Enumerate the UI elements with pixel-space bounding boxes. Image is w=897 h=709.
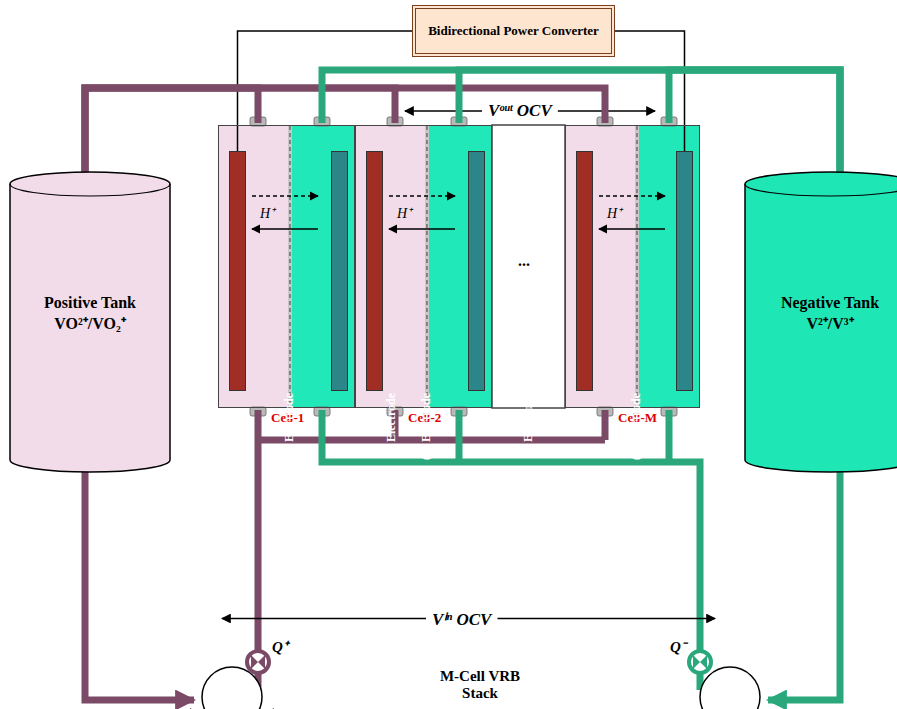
ion-label: H⁺ bbox=[260, 203, 275, 222]
converter-box: Bidirectional Power Converter bbox=[412, 5, 615, 57]
electrode: (+) Electrode bbox=[576, 151, 593, 391]
cell-fills bbox=[218, 125, 700, 408]
membrane bbox=[288, 126, 639, 407]
tank-label: VO²⁺/VO₂⁺ bbox=[10, 312, 170, 334]
electrolyte-pipe bbox=[459, 70, 840, 174]
electrode: (-) Electrode bbox=[676, 151, 693, 391]
power-wire bbox=[615, 31, 685, 151]
tank-label: Positive Tank bbox=[10, 294, 170, 312]
flow-label: Q⁻ bbox=[670, 636, 686, 656]
voltage-arrow bbox=[405, 110, 482, 111]
voltage-label: Vⁱⁿ OCV bbox=[432, 607, 491, 630]
ellipsis: ... bbox=[518, 252, 530, 270]
electrode: (-) Electrode bbox=[331, 151, 348, 391]
tank-text: Positive TankVO²⁺/VO₂⁺ bbox=[10, 294, 170, 334]
ion-label: H⁺ bbox=[607, 203, 622, 222]
electrode-label: (+) Electrode bbox=[419, 393, 434, 460]
voltage-arrow bbox=[497, 618, 715, 619]
electrode-label: (-) Electrode bbox=[729, 393, 744, 457]
cell-box: Cell-M(+) Electrode(-) Electrode bbox=[565, 125, 700, 408]
converter-label: Bidirectional Power Converter bbox=[428, 23, 599, 39]
return-pipes bbox=[85, 410, 840, 700]
pump-symbol bbox=[190, 667, 760, 709]
electrode: (-) Electrode bbox=[468, 151, 485, 391]
voltage-arrow bbox=[222, 618, 426, 619]
cell-box: Cell-1(+) Electrode(-) Electrode bbox=[218, 125, 355, 408]
proton-arrows bbox=[252, 196, 665, 229]
electrode-label: (+) Electrode bbox=[282, 393, 297, 460]
voltage-label: Vᵒᵘᵗ OCV bbox=[488, 101, 552, 121]
tank-cylinder: Positive TankVO²⁺/VO₂⁺ bbox=[10, 172, 170, 472]
tank-label: Negative Tank bbox=[745, 294, 897, 312]
electrode-label: (-) Electrode bbox=[521, 393, 536, 457]
electrode-label: (-) Electrode bbox=[384, 393, 399, 457]
electrode: (+) Electrode bbox=[366, 151, 383, 391]
electrolyte-pipe bbox=[669, 70, 840, 174]
tank-cylinder: Negative TankV²⁺/V³⁺ bbox=[745, 172, 897, 472]
electrode: (+) Electrode bbox=[229, 151, 246, 391]
cell-box: Cell-2(+) Electrode(-) Electrode bbox=[355, 125, 492, 408]
tank-text: Negative TankV²⁺/V³⁺ bbox=[745, 294, 897, 334]
stack-label: M-Cell VRB Stack bbox=[432, 668, 528, 702]
tank-label: V²⁺/V³⁺ bbox=[745, 312, 897, 334]
nozzle bbox=[250, 117, 677, 416]
voltage-arrows bbox=[222, 111, 715, 619]
electrode-label: (+) Electrode bbox=[629, 393, 644, 460]
ion-label: H⁺ bbox=[397, 203, 412, 222]
flow-label: Q⁺ bbox=[272, 636, 288, 656]
